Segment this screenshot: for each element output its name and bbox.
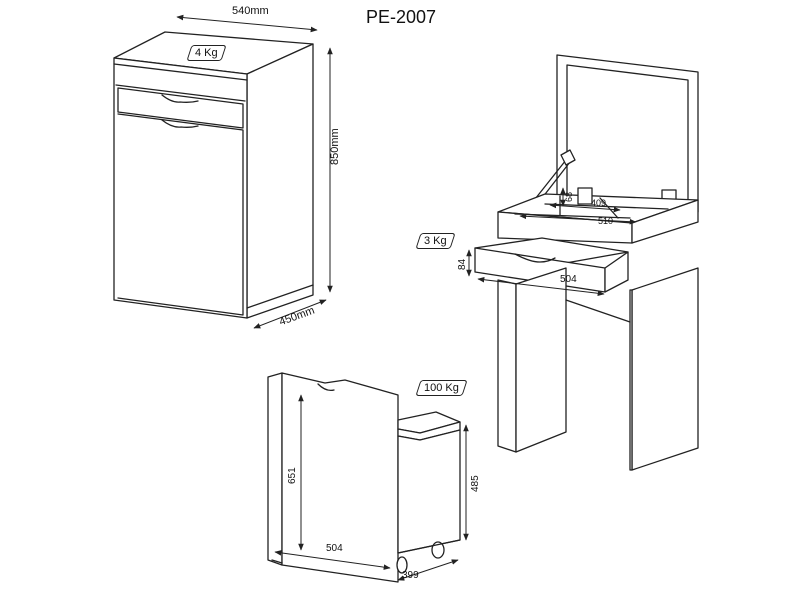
vanity-drawing: [474, 54, 699, 471]
cabinet-drawing: [113, 31, 314, 319]
stool-weight-tag: 100 Kg: [415, 380, 468, 396]
stool-drawing: [267, 372, 461, 583]
vanity-drawer-width-label: 504: [560, 274, 577, 285]
cabinet-weight-label: 4 Kg: [195, 47, 218, 59]
stool-width-label: 504: [326, 543, 343, 554]
vanity-compartment-width-label: 409: [591, 198, 607, 208]
cabinet-dimension-lines: [176, 14, 333, 329]
stool-seat-height-label: 485: [470, 475, 481, 492]
vanity-compartment-height-label: 68: [564, 191, 574, 202]
cabinet-width-label: 540mm: [232, 5, 269, 17]
stool-height-label: 651: [287, 467, 298, 484]
stool-dimension-lines: [274, 394, 469, 581]
vanity-drawer-height-label: 84: [457, 258, 468, 270]
vanity-weight-tag: 3 Kg: [415, 233, 456, 249]
stool-depth-label: 399: [402, 570, 419, 581]
vanity-dimension-lines: [466, 187, 637, 297]
cabinet-weight-tag: 4 Kg: [186, 45, 227, 61]
stool-weight-label: 100 Kg: [424, 382, 459, 394]
vanity-weight-label: 3 Kg: [424, 235, 447, 247]
vanity-inner-width-label: 510: [598, 216, 614, 226]
model-title: PE-2007: [366, 7, 437, 27]
cabinet-height-label: 850mm: [329, 128, 341, 165]
